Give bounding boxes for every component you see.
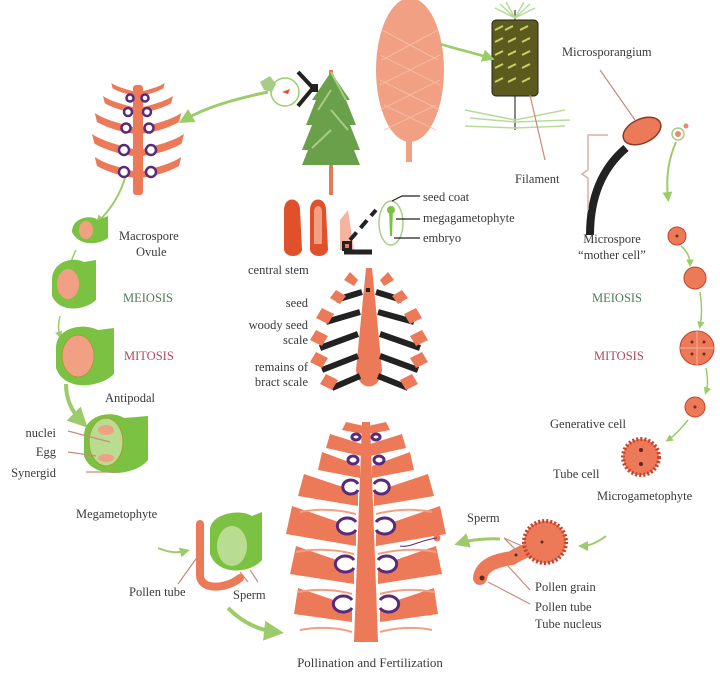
label-microsporangium: Microsporangium (562, 45, 652, 59)
label-bract-scale-1: remains of (254, 360, 308, 374)
label-pollen-tube-female: Pollen tube (129, 585, 186, 599)
label-seed-coat: seed coat (423, 190, 470, 204)
ovule-stage-2 (52, 259, 96, 309)
mature-seed-cone (310, 268, 428, 391)
label-bract-scale-2: bract scale (254, 375, 308, 389)
microspore-stages (621, 226, 715, 477)
ovule-stage-3 (56, 326, 114, 386)
ovule-stage-4 (67, 414, 148, 473)
label-megagametophyte-seed: megagametophyte (423, 211, 515, 225)
diagram-title: Pollination and Fertilization (297, 655, 443, 670)
label-megametophyte: Megametophyte (76, 507, 158, 521)
label-antipodal: Antipodal (105, 391, 155, 405)
label-male-mitosis: MITOSIS (594, 349, 644, 363)
pollinated-cone (286, 422, 446, 642)
label-microspore-1: Microspore (583, 232, 641, 246)
label-female-meiosis: MEIOSIS (123, 291, 174, 305)
label-generative-cell: Generative cell (550, 417, 626, 431)
label-female-mitosis: MITOSIS (124, 349, 174, 363)
pollen-cone-cluster (464, 1, 571, 130)
label-microgametophyte: Microgametophyte (597, 489, 693, 503)
seed-detail (284, 195, 420, 256)
label-macrospore: Macrospore (119, 229, 179, 243)
label-microspore-2: “mother cell” (578, 248, 646, 262)
label-nuclei: nuclei (25, 426, 56, 440)
young-seed-cone (92, 83, 184, 195)
label-seed: seed (285, 296, 308, 310)
pine-tree (302, 70, 360, 195)
label-woody-seed-scale-2: scale (283, 333, 308, 347)
label-embryo: embryo (423, 231, 462, 245)
label-sperm-female: Sperm (233, 588, 266, 602)
label-pollen-tube-male: Pollen tube (535, 600, 592, 614)
magnifier-callout (260, 70, 318, 108)
label-central-stem: central stem (248, 263, 309, 277)
label-tube-nucleus: Tube nucleus (535, 617, 602, 631)
label-egg: Egg (35, 445, 56, 459)
ovule-stage-1 (72, 216, 108, 244)
label-synergid: Synergid (11, 466, 56, 480)
label-sperm-male: Sperm (467, 511, 500, 525)
label-filament: Filament (515, 172, 560, 186)
fertilization-ovule (177, 512, 262, 591)
label-tube-cell: Tube cell (553, 467, 600, 481)
label-male-meiosis: MEIOSIS (592, 291, 643, 305)
label-ovule: Ovule (136, 245, 167, 259)
label-pollen-grain: Pollen grain (535, 580, 596, 594)
label-woody-seed-scale-1: woody seed (248, 318, 308, 332)
microsporangium-stalk (529, 69, 689, 236)
pollen-grain-with-tube (473, 519, 568, 605)
seed-cone-top (376, 0, 444, 162)
